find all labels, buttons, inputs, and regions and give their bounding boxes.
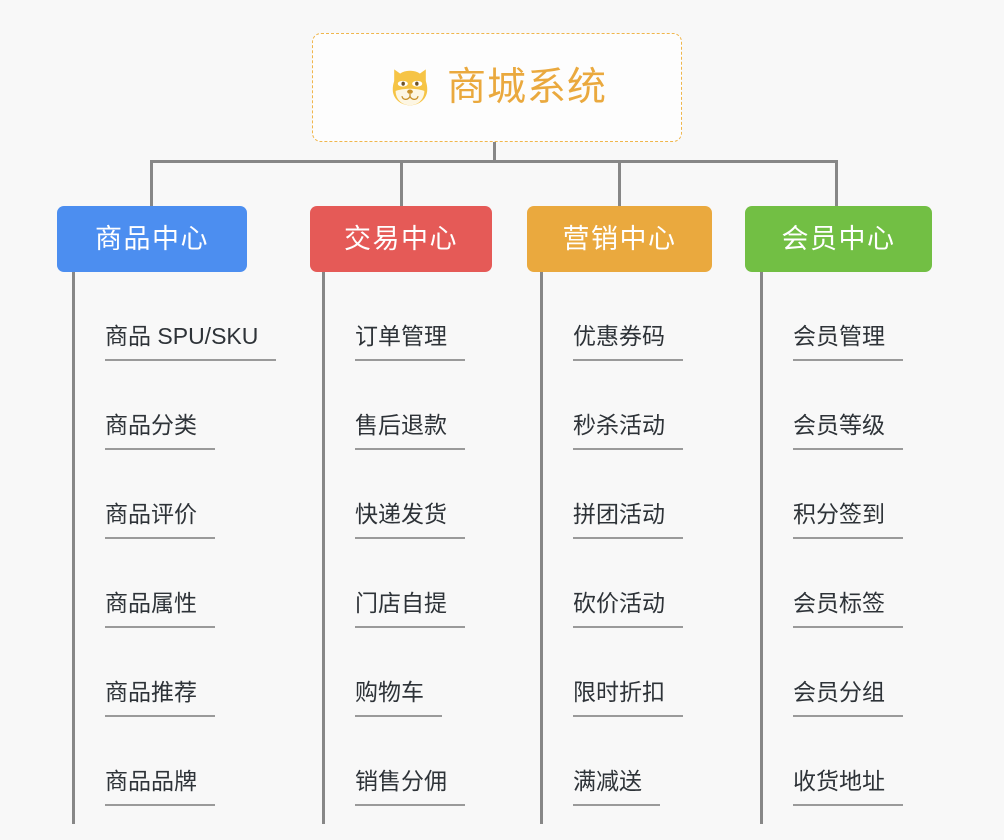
category-label: 会员中心 — [781, 223, 896, 254]
root-title: 商城系统 — [446, 66, 607, 109]
list-item[interactable]: 商品分类 — [75, 361, 276, 450]
list-item-label: 会员管理 — [793, 323, 903, 361]
connector-trunk — [493, 142, 496, 162]
connector-drop-3 — [618, 160, 621, 206]
list-item-label: 满减送 — [573, 768, 660, 806]
column-spine — [760, 272, 763, 824]
category-box-trade-center[interactable]: 交易中心 — [310, 206, 492, 272]
list-item-label: 积分签到 — [793, 501, 903, 539]
list-item-label: 商品 SPU/SKU — [105, 323, 277, 361]
list-item[interactable]: 秒杀活动 — [543, 361, 683, 450]
list-item[interactable]: 商品评价 — [75, 450, 276, 539]
category-box-member-center[interactable]: 会员中心 — [745, 206, 932, 272]
list-item-label: 砍价活动 — [573, 590, 683, 628]
connector-drop-4 — [835, 160, 838, 206]
list-item[interactable]: 快递发货 — [325, 450, 465, 539]
list-item[interactable]: 门店自提 — [325, 539, 465, 628]
list-item[interactable]: 积分签到 — [763, 450, 903, 539]
column-items: 优惠券码 秒杀活动 拼团活动 砍价活动 限时折扣 满减送 — [543, 272, 683, 806]
category-label: 商品中心 — [95, 223, 209, 254]
list-item-label: 订单管理 — [355, 323, 465, 361]
column-spine — [540, 272, 543, 824]
list-item[interactable]: 满减送 — [543, 717, 683, 806]
list-item-label: 购物车 — [355, 679, 442, 717]
list-item[interactable]: 商品属性 — [75, 539, 276, 628]
list-item-label: 商品分类 — [105, 412, 215, 450]
list-item[interactable]: 会员等级 — [763, 361, 903, 450]
column-items: 商品 SPU/SKU 商品分类 商品评价 商品属性 商品推荐 商品品牌 — [75, 272, 277, 806]
connector-drop-2 — [400, 160, 403, 206]
list-item-label: 拼团活动 — [573, 501, 683, 539]
column-items: 会员管理 会员等级 积分签到 会员标签 会员分组 收货地址 — [763, 272, 903, 806]
list-item-label: 快递发货 — [355, 501, 465, 539]
category-box-marketing-center[interactable]: 营销中心 — [527, 206, 712, 272]
list-item-label: 商品品牌 — [105, 768, 215, 806]
column-spine — [322, 272, 325, 824]
list-item-label: 秒杀活动 — [573, 412, 683, 450]
list-item[interactable]: 会员分组 — [763, 628, 903, 717]
list-item-label: 售后退款 — [355, 412, 465, 450]
list-item[interactable]: 砍价活动 — [543, 539, 683, 628]
list-item[interactable]: 订单管理 — [325, 272, 465, 361]
list-item-label: 商品属性 — [105, 590, 215, 628]
list-item-label: 限时折扣 — [573, 679, 683, 717]
list-item[interactable]: 优惠券码 — [543, 272, 683, 361]
connector-drop-1 — [150, 160, 153, 206]
connector-bus — [150, 160, 838, 163]
category-label: 交易中心 — [344, 223, 458, 254]
list-item[interactable]: 商品品牌 — [75, 717, 276, 806]
list-item-label: 商品推荐 — [105, 679, 215, 717]
list-item[interactable]: 会员标签 — [763, 539, 903, 628]
list-item[interactable]: 购物车 — [325, 628, 465, 717]
root-node[interactable]: 商城系统 — [312, 33, 682, 142]
list-item[interactable]: 商品推荐 — [75, 628, 276, 717]
column-items: 订单管理 售后退款 快递发货 门店自提 购物车 销售分佣 — [325, 272, 465, 806]
list-item[interactable]: 售后退款 — [325, 361, 465, 450]
list-item[interactable]: 会员管理 — [763, 272, 903, 361]
list-item[interactable]: 商品 SPU/SKU — [75, 272, 277, 361]
category-box-product-center[interactable]: 商品中心 — [57, 206, 247, 272]
list-item[interactable]: 收货地址 — [763, 717, 903, 806]
list-item[interactable]: 限时折扣 — [543, 628, 683, 717]
list-item-label: 会员等级 — [793, 412, 903, 450]
list-item-label: 收货地址 — [793, 768, 903, 806]
shiba-dog-face-icon — [392, 68, 428, 105]
category-label: 营销中心 — [562, 223, 677, 254]
list-item[interactable]: 销售分佣 — [325, 717, 465, 806]
list-item[interactable]: 拼团活动 — [543, 450, 683, 539]
list-item-label: 优惠券码 — [573, 323, 683, 361]
list-item-label: 门店自提 — [355, 590, 465, 628]
list-item-label: 会员分组 — [793, 679, 903, 717]
list-item-label: 销售分佣 — [355, 768, 465, 806]
column-spine — [72, 272, 75, 824]
list-item-label: 会员标签 — [793, 590, 903, 628]
list-item-label: 商品评价 — [105, 501, 215, 539]
